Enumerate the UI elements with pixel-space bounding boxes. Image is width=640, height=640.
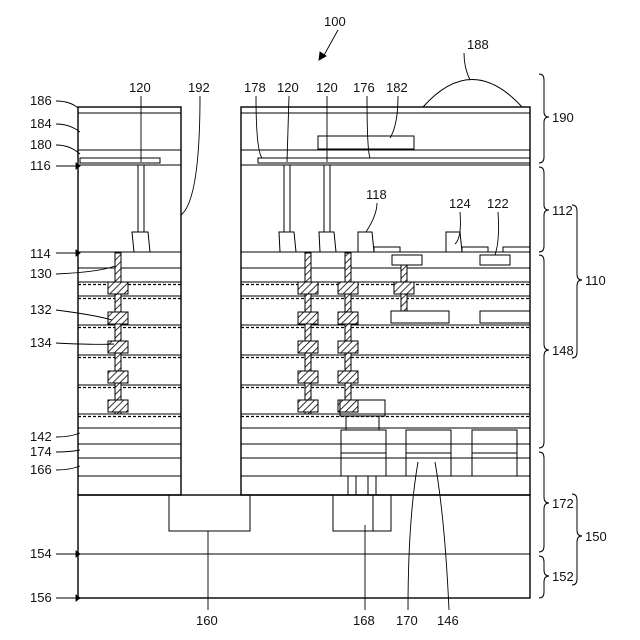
surface-pads <box>374 247 530 252</box>
label-120-left: 120 <box>129 80 151 95</box>
label-116: 116 <box>30 158 51 173</box>
label-100: 100 <box>324 14 346 29</box>
label-120-mid: 120 <box>277 80 299 95</box>
label-190: 190 <box>552 110 574 125</box>
via-118 <box>358 232 374 252</box>
microlens-188 <box>423 80 522 108</box>
label-184: 184 <box>30 116 52 131</box>
brackets <box>539 74 582 598</box>
label-130: 130 <box>30 266 52 281</box>
label-110: 110 <box>585 273 606 288</box>
label-122: 122 <box>487 196 509 211</box>
label-134: 134 <box>30 335 52 350</box>
layer-lines <box>78 113 530 268</box>
bond-pads <box>169 400 517 531</box>
interconnect-metal <box>108 253 414 414</box>
label-170: 170 <box>396 613 418 628</box>
label-178: 178 <box>244 80 266 95</box>
label-182: 182 <box>386 80 408 95</box>
pad-168-stem-b <box>368 476 376 495</box>
bottom-substrate <box>78 495 530 598</box>
pad-168-stem-a <box>348 476 356 495</box>
label-148: 148 <box>552 343 574 358</box>
layer-142 <box>78 428 181 444</box>
layer-166 <box>78 458 181 476</box>
layer-174 <box>78 444 181 458</box>
label-188: 188 <box>467 37 489 52</box>
label-166: 166 <box>30 462 52 477</box>
pad-160 <box>169 495 250 531</box>
label-132: 132 <box>30 302 52 317</box>
pad-168 <box>333 495 391 531</box>
label-174: 174 <box>30 444 52 459</box>
label-118: 118 <box>366 187 387 202</box>
label-112: 112 <box>552 203 573 218</box>
label-186: 186 <box>30 93 52 108</box>
label-160: 160 <box>196 613 218 628</box>
label-146: 146 <box>437 613 459 628</box>
label-168: 168 <box>353 613 375 628</box>
label-152: 152 <box>552 569 574 584</box>
label-180: 180 <box>30 137 52 152</box>
label-192: 192 <box>188 80 210 95</box>
label-154: 154 <box>30 546 52 561</box>
label-120-right: 120 <box>316 80 338 95</box>
pad-182 <box>318 136 414 149</box>
label-172: 172 <box>552 496 574 511</box>
label-150: 150 <box>585 529 607 544</box>
dotted-layers <box>78 428 530 476</box>
label-176: 176 <box>353 80 375 95</box>
label-156: 156 <box>30 590 52 605</box>
label-142: 142 <box>30 429 52 444</box>
label-124: 124 <box>449 196 471 211</box>
label-114: 114 <box>30 246 51 261</box>
